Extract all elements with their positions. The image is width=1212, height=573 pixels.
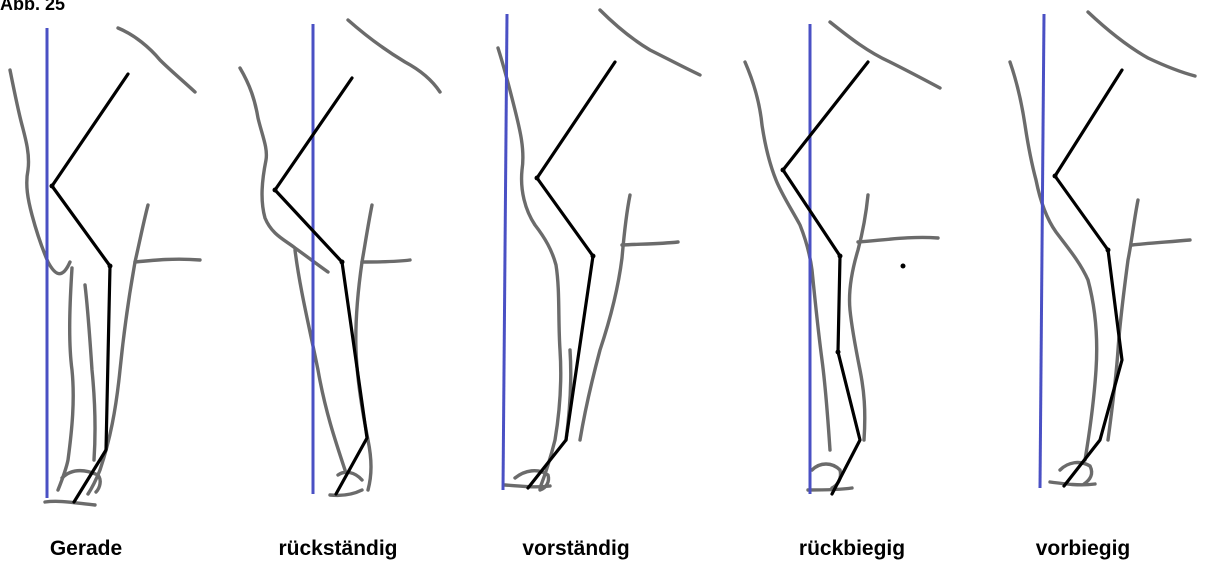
panel-vorstaendig [498, 10, 700, 490]
joint-marker [340, 260, 345, 265]
panel-gerade [10, 28, 200, 505]
joint-marker [1053, 174, 1058, 179]
stray-mark [901, 264, 906, 269]
joint-marker [1106, 248, 1111, 253]
leg-axis [783, 62, 868, 494]
leg-outline [1010, 12, 1195, 485]
panel-rueckbiegig [745, 22, 940, 494]
joint-marker [50, 184, 55, 189]
panel-label-rueckbiegig: rückbiegig [799, 537, 905, 561]
panel-rueckstaendig [240, 20, 440, 495]
leg-axis [528, 62, 615, 488]
joint-marker [273, 188, 278, 193]
leg-axis [275, 78, 367, 494]
panel-vorbiegig [1010, 12, 1195, 488]
plumb-line [1040, 14, 1044, 488]
plumb-line [503, 14, 507, 490]
panel-label-gerade: Gerade [50, 537, 122, 561]
joint-marker [838, 254, 843, 259]
panel-label-rueckstaendig: rückständig [278, 537, 397, 561]
joint-marker [108, 264, 113, 269]
joint-marker [836, 350, 841, 355]
joint-marker [535, 176, 540, 181]
joint-marker [781, 168, 786, 173]
panel-label-vorbiegig: vorbiegig [1036, 537, 1131, 561]
leg-outline [498, 10, 700, 490]
panel-label-vorstaendig: vorständig [522, 537, 629, 561]
leg-axis [52, 74, 128, 502]
joint-marker [591, 254, 596, 259]
